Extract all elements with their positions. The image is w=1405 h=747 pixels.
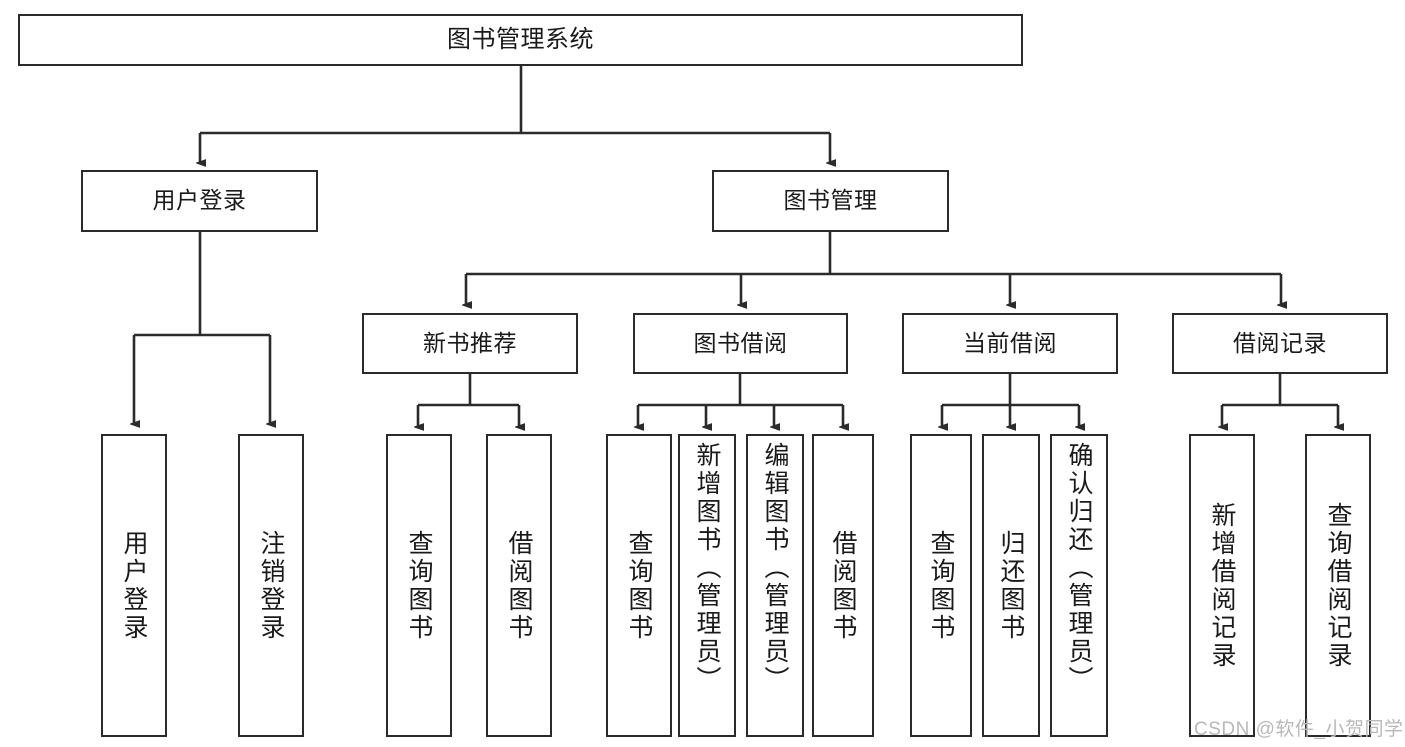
node-book-borrow[interactable]: 图书借阅 xyxy=(633,313,848,374)
node-borrow-book-2[interactable]: 借阅图书 xyxy=(812,434,874,737)
node-label: 借阅记录 xyxy=(1233,329,1327,356)
node-add-book-admin[interactable]: 新增图书（管理员） xyxy=(678,434,736,737)
node-label: 查询图书 xyxy=(927,529,955,642)
node-borrow-book-1[interactable]: 借阅图书 xyxy=(486,434,552,737)
node-book-management[interactable]: 图书管理 xyxy=(712,170,949,232)
node-label: 图书管理系统 xyxy=(447,25,594,53)
node-query-book-2[interactable]: 查询图书 xyxy=(606,434,672,737)
node-label: 用户登录 xyxy=(152,187,247,214)
node-query-borrow-record[interactable]: 查询借阅记录 xyxy=(1305,434,1371,737)
node-label: 注销登录 xyxy=(257,529,285,642)
node-query-book-1[interactable]: 查询图书 xyxy=(386,434,452,737)
node-label: 归还图书 xyxy=(997,529,1025,642)
node-edit-book-admin[interactable]: 编辑图书（管理员） xyxy=(746,434,804,737)
node-user-login[interactable]: 用户登录 xyxy=(81,170,318,232)
node-label: 查询借阅记录 xyxy=(1324,501,1352,670)
node-label: 新增图书（管理员） xyxy=(693,442,721,694)
node-label: 查询图书 xyxy=(405,529,433,642)
node-label: 当前借阅 xyxy=(963,329,1057,356)
node-label: 新书推荐 xyxy=(423,329,517,356)
node-label: 编辑图书（管理员） xyxy=(761,442,789,694)
node-logout-leaf[interactable]: 注销登录 xyxy=(238,434,304,737)
node-label: 图书借阅 xyxy=(693,329,788,356)
node-new-book-recommend[interactable]: 新书推荐 xyxy=(362,313,578,374)
node-user-login-leaf[interactable]: 用户登录 xyxy=(101,434,167,737)
node-add-borrow-record[interactable]: 新增借阅记录 xyxy=(1189,434,1255,737)
node-label: 新增借阅记录 xyxy=(1208,501,1236,670)
node-label: 借阅图书 xyxy=(505,529,533,642)
node-root-system[interactable]: 图书管理系统 xyxy=(18,14,1023,66)
node-return-book[interactable]: 归还图书 xyxy=(982,434,1040,737)
node-label: 图书管理 xyxy=(783,187,878,214)
node-current-borrow[interactable]: 当前借阅 xyxy=(902,313,1118,374)
node-label: 查询图书 xyxy=(625,529,653,642)
node-query-book-3[interactable]: 查询图书 xyxy=(910,434,972,737)
node-label: 借阅图书 xyxy=(829,529,857,642)
csdn-watermark: CSDN @软件_小贺同学 xyxy=(1194,719,1404,740)
node-label: 用户登录 xyxy=(120,529,148,642)
node-label: 确认归还（管理员） xyxy=(1065,442,1093,694)
node-borrow-record[interactable]: 借阅记录 xyxy=(1172,313,1388,374)
node-confirm-return-admin[interactable]: 确认归还（管理员） xyxy=(1050,434,1108,737)
